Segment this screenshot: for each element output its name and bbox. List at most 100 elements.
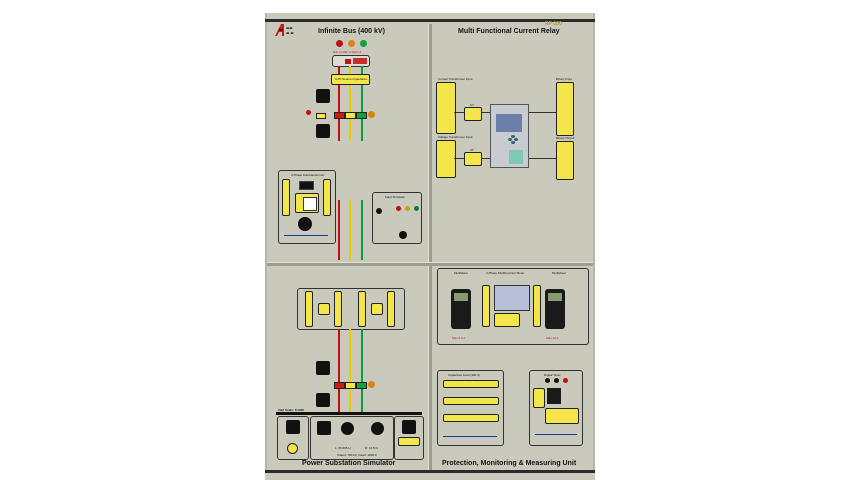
multimeter-left[interactable] xyxy=(451,289,471,329)
multimeter-right[interactable] xyxy=(545,289,565,329)
source-impedance-box: 3-Ph Source Impedance xyxy=(331,74,370,85)
autotransformer-output-bar xyxy=(323,179,331,216)
ct-input-label: Current Transformer Input xyxy=(438,77,473,81)
range-label: Max 0.5 A xyxy=(452,336,466,340)
motor-icon xyxy=(287,443,298,454)
wire-l3 xyxy=(361,66,363,141)
scale-label: V&A Scale: 1/1000 xyxy=(278,408,304,412)
vt-input-terminals[interactable] xyxy=(436,140,456,178)
fault-switch[interactable] xyxy=(376,208,382,214)
wire-sub-l3 xyxy=(361,329,363,414)
resistor-label: R: 10.5 Ω xyxy=(365,446,378,450)
switch-q1[interactable] xyxy=(316,89,330,103)
load-switch[interactable] xyxy=(317,421,331,435)
fuse-l3[interactable] xyxy=(356,112,367,119)
diode-bridge-icon xyxy=(398,437,420,446)
substation-title: Power Substation Simulator xyxy=(302,460,396,467)
binary-output-terminals[interactable] xyxy=(556,141,574,180)
switch-q4[interactable] xyxy=(316,393,330,407)
resistor-knob[interactable] xyxy=(371,422,384,435)
wire-l1 xyxy=(338,66,340,141)
transformer-symbol xyxy=(295,193,319,213)
motor-switch[interactable] xyxy=(286,420,300,434)
binary-input-label: Binary Input xyxy=(556,77,573,81)
timer-reset-button[interactable] xyxy=(563,378,568,383)
ct-label: CT xyxy=(470,103,474,107)
line-terminal-bar-4 xyxy=(387,291,395,327)
ct-block xyxy=(316,113,326,119)
cap-bank-l3[interactable] xyxy=(443,414,499,422)
binary-input-terminals[interactable] xyxy=(556,82,574,136)
wire-sub-l1 xyxy=(338,329,340,414)
mf-output-bar xyxy=(533,285,541,327)
vt-symbol xyxy=(464,152,482,166)
logo-icon: ▬▬ ▬ ▬ xyxy=(275,24,294,36)
cap-bank-l1[interactable] xyxy=(443,380,499,388)
fault-terminal-l2 xyxy=(405,206,410,211)
line-terminal-bar-1 xyxy=(305,291,313,327)
top-edge xyxy=(265,19,595,22)
ct-input-terminals[interactable] xyxy=(436,82,456,134)
fault-terminal-l1 xyxy=(396,206,401,211)
switch-q3[interactable] xyxy=(316,361,330,375)
timer-start-button[interactable] xyxy=(545,378,550,383)
rating-label: Vrated: 780 kV, Irated: 1000 A xyxy=(337,453,377,457)
fuse-sub-l3[interactable] xyxy=(356,382,367,389)
ct-symbol xyxy=(464,107,482,121)
transmission-line-box xyxy=(297,288,405,330)
vertical-divider xyxy=(428,24,432,470)
wire-out-l3 xyxy=(361,200,363,260)
wire-out-l1 xyxy=(338,200,340,260)
lamp-l2 xyxy=(348,40,355,47)
fault-simulator-box: Fault Simulator xyxy=(372,192,422,244)
svg-text:▬ ▬: ▬ ▬ xyxy=(286,31,294,35)
lamp-l1 xyxy=(336,40,343,47)
fault-resistor-knob[interactable] xyxy=(399,231,407,239)
wire-sub-l2 xyxy=(349,329,351,414)
pmu-title: Protection, Monitoring & Measuring Unit xyxy=(442,460,577,467)
fuse-sub-l2[interactable] xyxy=(345,382,356,389)
relay-nav-keys[interactable] xyxy=(508,135,518,145)
relay-screen xyxy=(496,114,522,132)
status-lamp xyxy=(368,111,375,118)
timer-power-switch[interactable] xyxy=(533,388,545,408)
line-model-1 xyxy=(318,303,330,315)
diode-switch[interactable] xyxy=(402,420,416,434)
cap-neutral xyxy=(443,436,497,437)
voltage-knob[interactable] xyxy=(298,217,312,231)
capacitive-load-box: Capacitive Load (400 V) xyxy=(437,370,504,446)
mf-meter-label: 3-Phase MultiFunction Meter xyxy=(486,271,525,275)
status-lamp-sub xyxy=(368,381,375,388)
switch-q2[interactable] xyxy=(316,124,330,138)
line-terminal-bar-3 xyxy=(358,291,366,327)
circuit-breaker[interactable] xyxy=(332,55,370,67)
timer-display xyxy=(547,388,561,404)
svg-text:▬▬: ▬▬ xyxy=(286,26,293,30)
cap-bank-l2[interactable] xyxy=(443,397,499,405)
cabinet-bottom-rail xyxy=(265,473,595,480)
line-model-2 xyxy=(371,303,383,315)
bottom-edge xyxy=(265,470,595,473)
range-label: Max 10 A xyxy=(546,336,559,340)
relay-title: Multi Functional Current Relay xyxy=(458,28,560,35)
inductor-knob[interactable] xyxy=(341,422,354,435)
fuse-l2[interactable] xyxy=(345,112,356,119)
timer-neutral xyxy=(535,434,577,435)
logo: ▬▬ ▬ ▬ xyxy=(275,23,299,41)
fuse-sub-l1[interactable] xyxy=(334,382,345,389)
capacitive-load-label: Capacitive Load (400 V) xyxy=(448,373,481,377)
voltage-display xyxy=(299,181,314,190)
multifunction-meter[interactable] xyxy=(494,285,530,311)
timer-terminal-block xyxy=(545,408,579,424)
induction-motor-box xyxy=(277,416,309,460)
protection-relay-device[interactable] xyxy=(490,104,529,168)
model-label: RP-100 xyxy=(545,21,562,27)
multimeter-right-label: MultiMeter xyxy=(552,271,567,275)
inductor-label: L: 65.665 H xyxy=(335,446,351,450)
fuse-l1[interactable] xyxy=(334,112,345,119)
line-terminal-bar-2 xyxy=(334,291,342,327)
relay-keypad[interactable] xyxy=(509,150,523,164)
timer-stop-button[interactable] xyxy=(554,378,559,383)
digital-timer-label: Digital Timer xyxy=(544,373,561,377)
mf-ct-block xyxy=(494,313,520,327)
